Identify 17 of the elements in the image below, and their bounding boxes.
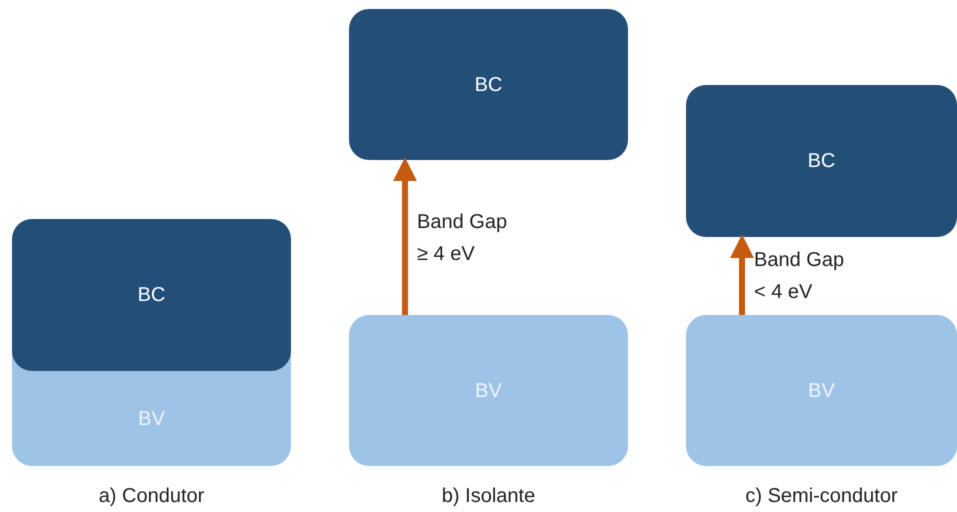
node-label: b) Isolante <box>440 484 536 509</box>
band-label: BV <box>475 378 502 404</box>
arrow <box>393 157 417 315</box>
valence-band-box <box>349 315 628 466</box>
band-label: BV <box>808 378 835 404</box>
valence-band-box <box>12 371 291 466</box>
conduction-band-box <box>686 85 957 237</box>
band-label: BC <box>808 149 836 174</box>
node-label: c) Semi-condutor <box>744 484 899 509</box>
node-label: a) Condutor <box>98 484 206 509</box>
band-label: BC <box>138 283 166 308</box>
band-label: BV <box>138 406 165 432</box>
conduction-band-box <box>12 219 291 371</box>
conduction-band-box <box>349 9 628 160</box>
band-label: BC <box>474 72 502 98</box>
valence-band-box <box>686 315 957 466</box>
arrow <box>730 234 754 315</box>
